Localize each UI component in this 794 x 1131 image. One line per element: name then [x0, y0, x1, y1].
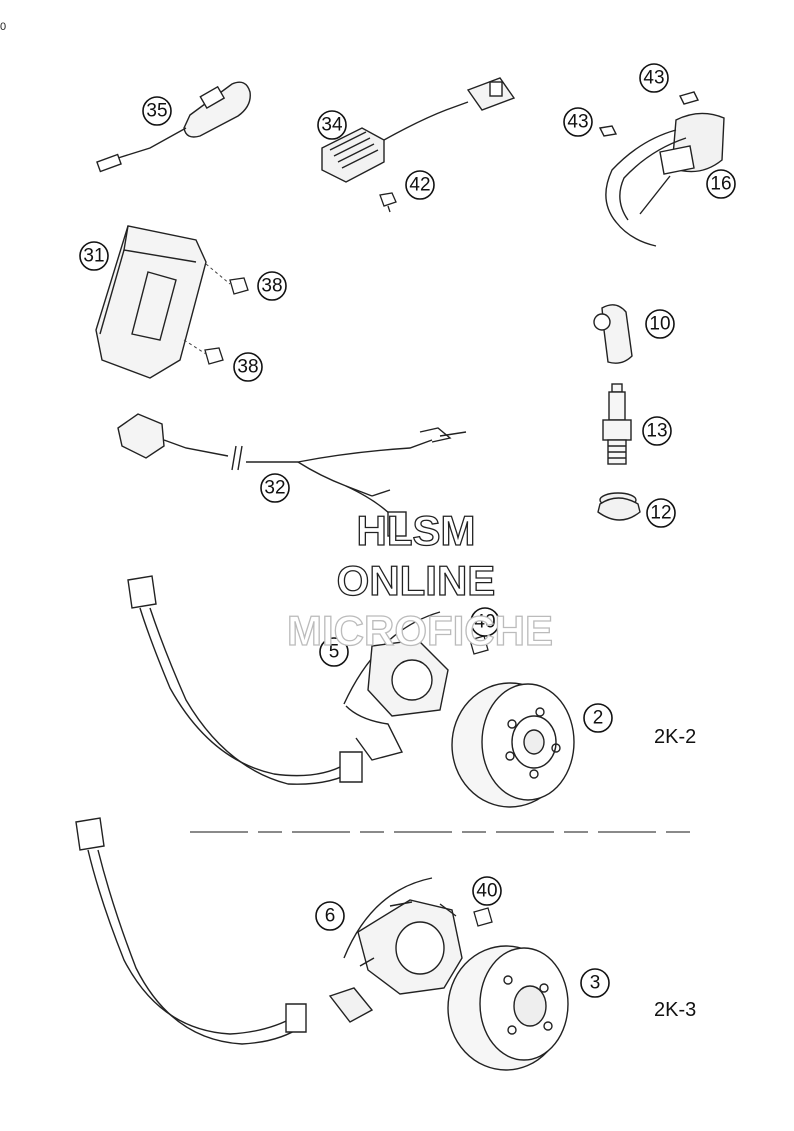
svg-text:3: 3 [590, 973, 601, 994]
part-35-connector [96, 81, 251, 173]
watermark: HLSM ONLINE MICROFICHE [286, 506, 553, 654]
callout-6: 6 [315, 901, 345, 931]
part-13-spark-plug [602, 383, 632, 465]
svg-text:43: 43 [643, 68, 664, 89]
callout-16: 16 [706, 169, 736, 199]
part-34-regulator [321, 77, 516, 183]
corner-mark: 0 [0, 21, 6, 33]
svg-text:12: 12 [650, 503, 671, 524]
part-32-wiring-harness [117, 413, 467, 537]
part-10-plug-cap [593, 304, 633, 364]
callout-38-lower: 38 [233, 352, 263, 382]
leader-lines [183, 263, 231, 355]
svg-text:31: 31 [83, 246, 104, 267]
callout-40-lower: 40 [472, 876, 502, 906]
svg-text:6: 6 [325, 906, 336, 927]
svg-text:2: 2 [593, 708, 604, 729]
variant-label-2k-2: 2K-2 [654, 726, 696, 748]
part-38-bolt-lower [204, 347, 224, 365]
part-5-stator [127, 575, 449, 785]
part-40-bolt-upper [469, 635, 489, 655]
watermark-line3: MICROFICHE [287, 607, 553, 654]
svg-text:38: 38 [237, 357, 258, 378]
callout-38-upper: 38 [257, 271, 287, 301]
part-42-bolt [379, 192, 397, 213]
part-16-ignition-coil [598, 91, 725, 247]
part-12-grommet [597, 492, 641, 521]
variant-label-2k-3: 2K-3 [654, 999, 696, 1021]
part-3-rotor [447, 945, 569, 1071]
svg-text:34: 34 [321, 115, 343, 136]
svg-text:35: 35 [146, 101, 167, 122]
callout-12: 12 [646, 498, 676, 528]
callout-13: 13 [642, 416, 672, 446]
watermark-line1: HLSM [357, 507, 476, 554]
part-38-bolt-upper [229, 277, 249, 295]
svg-text:38: 38 [261, 276, 282, 297]
callout-10: 10 [645, 309, 675, 339]
part-6-stator [75, 817, 463, 1045]
part-2-rotor [451, 682, 575, 808]
callout-42: 42 [405, 170, 435, 200]
callout-43-upper: 43 [639, 63, 669, 93]
callout-40-upper: 40 [470, 607, 500, 637]
svg-text:16: 16 [710, 174, 731, 195]
callout-34: 34 [317, 110, 347, 140]
part-31-cdi-box [95, 225, 207, 379]
callout-32: 32 [260, 473, 290, 503]
svg-text:42: 42 [409, 175, 430, 196]
svg-text:43: 43 [567, 112, 588, 133]
callout-43-lower: 43 [563, 107, 593, 137]
callout-35: 35 [142, 96, 172, 126]
part-40-bolt-lower [473, 907, 493, 927]
svg-text:40: 40 [474, 612, 495, 633]
callout-3: 3 [580, 968, 610, 998]
callout-2: 2 [583, 703, 613, 733]
svg-text:5: 5 [329, 642, 340, 663]
svg-text:40: 40 [476, 881, 497, 902]
svg-text:13: 13 [646, 421, 667, 442]
watermark-line2: ONLINE [337, 557, 496, 604]
svg-text:32: 32 [264, 478, 285, 499]
callout-5: 5 [319, 637, 349, 667]
callout-31: 31 [79, 241, 109, 271]
svg-text:10: 10 [649, 314, 670, 335]
